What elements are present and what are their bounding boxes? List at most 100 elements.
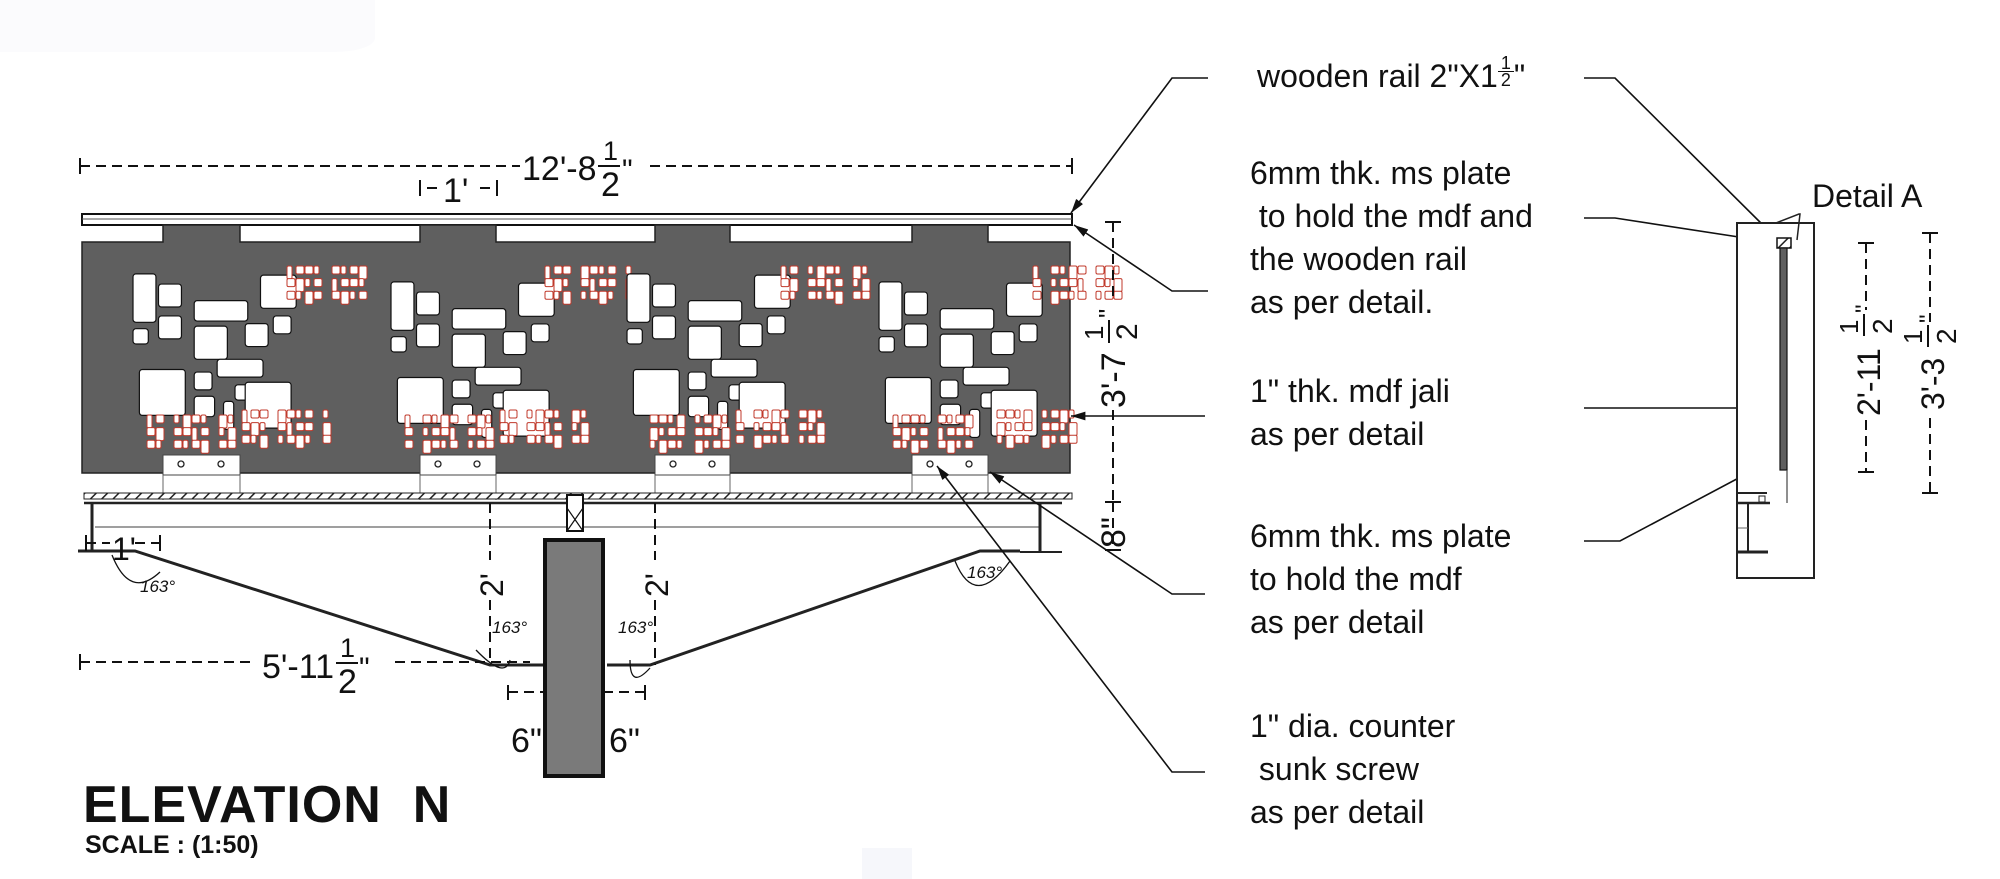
jali-cutout-small [607, 278, 617, 288]
dim-base-height: 8" [1095, 517, 1133, 548]
jali-cutout-small [331, 290, 341, 300]
jali-cutout-small [476, 414, 486, 429]
jali-cutout-small [449, 414, 459, 424]
jali-cutout-small [1032, 278, 1042, 288]
jali-cutout-small [762, 434, 772, 444]
jali-cutout [390, 336, 407, 353]
jali-cutout [451, 308, 507, 330]
jali-cutout-small [580, 265, 590, 280]
jali-cutout-small [358, 265, 368, 280]
jali-cutout-small [1032, 265, 1039, 280]
jali-cutout-small [404, 414, 411, 429]
jali-cutout-small [553, 290, 560, 300]
jali-cutout-small [553, 409, 560, 419]
svg-text:2: 2 [1931, 328, 1962, 344]
jali-cutout [878, 336, 895, 353]
jali-cutout-small [173, 439, 183, 449]
jali-cutout-small [771, 422, 781, 432]
jali-cutout-small [1014, 422, 1024, 432]
jali-cutout-small [598, 290, 608, 305]
jali-cutout-small [422, 439, 432, 454]
jali-cutout-small [1068, 278, 1078, 288]
screw-icons [177, 460, 973, 468]
jali-cutout [687, 325, 722, 360]
jali-cutout-small [861, 278, 871, 293]
support-post [543, 538, 605, 778]
jali-cutout-small [146, 427, 156, 437]
jali-cutout-small [1059, 290, 1069, 300]
jali-cutout-small [286, 422, 293, 437]
jali-cutout [132, 328, 149, 345]
jali-cutout-small [735, 409, 742, 424]
jali-cutout-small [807, 409, 817, 424]
jali-cutout-small [1068, 290, 1075, 300]
svg-text:": " [1093, 309, 1123, 318]
jali-cutout-small [526, 422, 536, 432]
jali-cutout-small [694, 427, 704, 437]
jali-cutout-small [996, 422, 1006, 437]
jali-cutout-small [313, 265, 320, 275]
jali-cutout-small [816, 278, 826, 288]
jali-cutout-small [218, 414, 228, 429]
jali-cutout [939, 333, 974, 368]
jali-cutout-small [467, 439, 474, 449]
svg-text:1: 1 [1834, 320, 1864, 334]
jali-cutout-small [762, 422, 772, 432]
jali-cutout-small [607, 290, 614, 300]
jali-cutout-small [721, 414, 728, 424]
jali-cutout-small [422, 427, 429, 437]
jali-cutout [939, 379, 959, 399]
jali-cutout-small [955, 439, 962, 449]
svg-text:2': 2' [474, 573, 510, 597]
dim-drop-right: 2' [639, 573, 675, 597]
jali-cutout-small [735, 434, 745, 444]
jali-cutout-small [571, 422, 578, 432]
jali-cutout-small [892, 427, 902, 437]
jali-cutout-small [667, 414, 674, 424]
jali-cutout-small [227, 439, 237, 449]
jali-cutout-small [771, 434, 778, 444]
jali-cutout-small [598, 278, 608, 288]
jali-cutout-small [649, 439, 656, 449]
jali-cutout-small [499, 434, 509, 444]
jali-cutout-small [191, 427, 198, 442]
drawing-scale: SCALE : (1:50) [85, 831, 259, 859]
jali-cutout-small [1095, 278, 1105, 288]
svg-text:2: 2 [338, 663, 357, 701]
jali-cutout [157, 283, 183, 308]
jali-cutout-small [861, 265, 868, 275]
jali-cutout-small [440, 439, 447, 449]
jali-cutout-small [562, 278, 569, 288]
jali-cutout-small [431, 414, 438, 424]
jali-cutout-small [753, 422, 760, 432]
angle-label: 163° [140, 577, 175, 596]
jali-cutout-small [1050, 409, 1060, 419]
jali-cutout-small [422, 414, 432, 424]
jali-cutout-small [735, 422, 745, 432]
jali-cutout-small [440, 414, 450, 429]
jali-cutout-small [1023, 422, 1033, 432]
jali-cutout-small [996, 409, 1006, 419]
jali-cutout-small [322, 422, 332, 437]
jali-cutout [903, 291, 929, 316]
svg-text:5'-11: 5'-11 [262, 648, 334, 686]
jali-cutout-small [1104, 290, 1114, 300]
jali-cutout-small [955, 414, 965, 424]
svg-text:2: 2 [601, 166, 620, 204]
jali-cutout [451, 333, 486, 368]
jali-cutout-small [553, 278, 563, 293]
jali-cutout-small [304, 422, 314, 432]
svg-text:2: 2 [1867, 318, 1898, 334]
jali-cutout-small [598, 265, 605, 275]
jali-cutout-small [910, 427, 917, 437]
jali-cutout-small [544, 265, 551, 280]
jali-cutout-small [508, 409, 518, 419]
jali-cutout-small [440, 427, 450, 437]
jali-cutout-small [816, 290, 823, 300]
jali-cutout-small [937, 427, 944, 442]
jali-cutout-small [789, 278, 799, 293]
jali-cutout-small [780, 278, 790, 288]
jali-cutout-small [313, 290, 323, 300]
jali-cutout [474, 366, 522, 386]
